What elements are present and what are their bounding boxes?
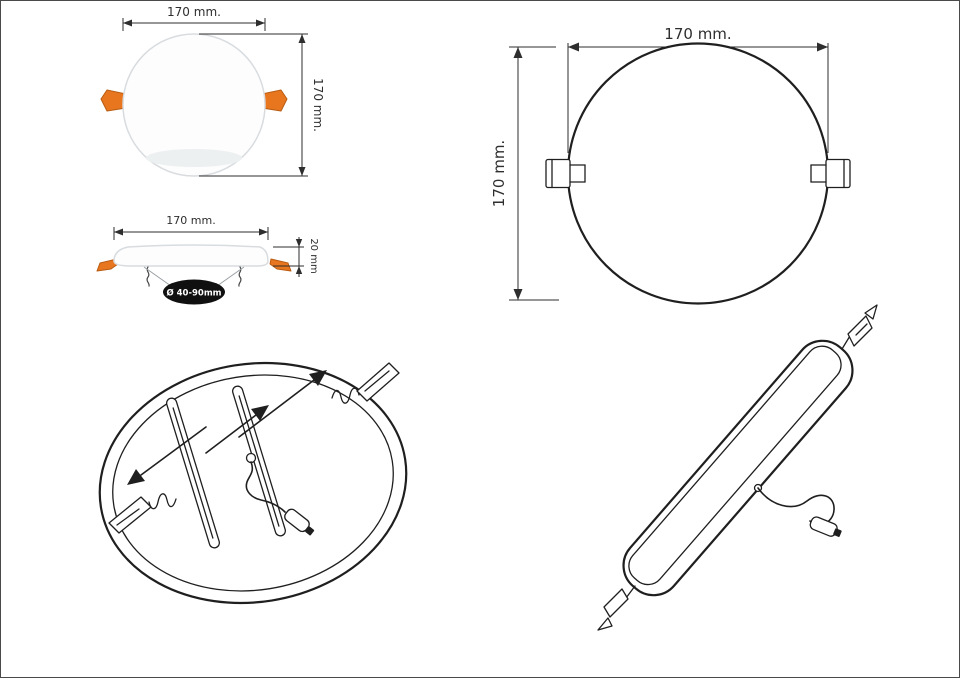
arrowhead xyxy=(295,239,303,247)
spring-clip-right xyxy=(238,266,242,287)
arrowhead xyxy=(256,19,265,27)
connector-plug xyxy=(284,508,315,536)
arrowhead xyxy=(259,228,268,236)
panel-disc xyxy=(122,33,266,177)
side-height-label: 20 mm xyxy=(308,238,319,273)
top-clip xyxy=(841,304,878,350)
rail-slot xyxy=(172,407,214,539)
foot-tip xyxy=(597,617,613,631)
arrowhead xyxy=(123,19,132,27)
panel-side-profile xyxy=(113,244,269,267)
rail-slot xyxy=(238,395,280,527)
front-photo-width-label: 170 mm. xyxy=(167,5,221,19)
panel-shading xyxy=(146,149,242,167)
arrowhead xyxy=(513,47,523,58)
panel-slab xyxy=(622,339,854,597)
cable-gland xyxy=(245,452,257,464)
direction-arrowhead xyxy=(127,469,145,485)
mounting-clip-right xyxy=(269,258,292,272)
spring-clip-bottom-left xyxy=(108,493,177,534)
mounting-clip-right xyxy=(261,89,288,112)
slide-rail-left xyxy=(166,397,220,549)
direction-arrow-line xyxy=(205,414,257,454)
direction-arrowhead xyxy=(251,405,269,421)
clip-body xyxy=(825,158,851,189)
front-view-photo: 170 mm. 170 mm. xyxy=(100,5,325,177)
connector-plug xyxy=(809,516,842,537)
back-view xyxy=(98,361,408,605)
mounting-clip-left xyxy=(545,158,586,189)
arrowhead xyxy=(513,289,523,300)
clip-hook-line xyxy=(364,370,390,392)
front-photo-height-label: 170 mm. xyxy=(311,78,325,132)
side-width-label: 170 mm. xyxy=(166,214,215,227)
line-front-width-label: 170 mm. xyxy=(664,25,731,43)
arrowhead xyxy=(298,34,306,43)
mounting-clip-left xyxy=(100,89,127,112)
clip-tip xyxy=(864,304,878,320)
tilted-side-view xyxy=(597,304,878,631)
clip-hook-line xyxy=(116,508,140,526)
direction-arrow-line xyxy=(140,426,207,476)
arrowhead xyxy=(298,167,306,176)
arrowhead xyxy=(817,42,828,52)
spring-clip-left xyxy=(146,266,150,287)
line-front-height-label: 170 mm. xyxy=(490,140,508,207)
cutout-leader-line xyxy=(143,266,172,287)
direction-arrow-line xyxy=(238,379,315,438)
spring-coil xyxy=(331,387,360,404)
arrowhead xyxy=(295,266,303,274)
clip-hook xyxy=(356,362,400,402)
arrowhead xyxy=(568,42,579,52)
cutout-leader-line xyxy=(216,266,245,287)
slab-outline xyxy=(622,339,854,597)
plug-tip xyxy=(305,526,315,536)
cutout-badge xyxy=(163,279,225,305)
clip-body xyxy=(545,158,571,189)
panel-back-inner-rim xyxy=(112,374,394,592)
slab-inner-rim xyxy=(628,345,842,586)
panel-outline xyxy=(566,42,830,305)
cutout-diameter-label: Ø 40-90mm xyxy=(166,288,221,299)
arrowhead xyxy=(114,228,123,236)
clip-hook-line xyxy=(855,323,868,336)
side-view: 170 mm. Ø 40-90mm 20 mm xyxy=(96,214,319,305)
direction-arrowhead xyxy=(309,370,327,386)
power-cable xyxy=(245,461,286,513)
spring-clip-top-right xyxy=(331,362,400,404)
foot-bracket xyxy=(603,588,629,618)
spring-coil xyxy=(148,493,177,510)
plug-tip xyxy=(833,528,842,537)
mounting-clip-right xyxy=(810,158,851,189)
front-view-line: 170 mm. 170 mm. xyxy=(490,25,851,305)
bottom-foot xyxy=(597,585,636,631)
